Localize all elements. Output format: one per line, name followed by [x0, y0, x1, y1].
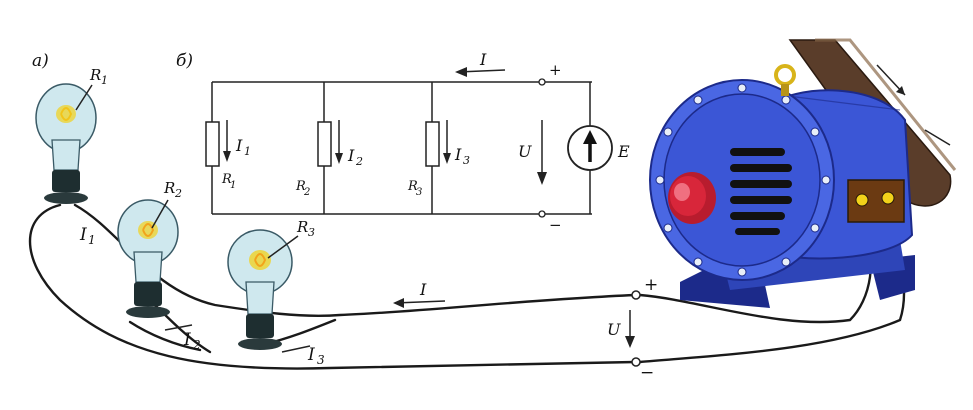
bulb-1	[35, 83, 97, 204]
bulb-3-socket	[246, 314, 274, 338]
svg-text:R: R	[163, 179, 175, 197]
bulb-3-current-label: I 3	[281, 345, 325, 367]
svg-text:2: 2	[174, 187, 182, 200]
svg-text:I: I	[419, 280, 427, 299]
panel-a-label: a)	[32, 51, 49, 71]
bulb-2	[117, 199, 179, 318]
bulb-2-resistor-label: R 2	[151, 179, 182, 229]
schematic-r2: R	[295, 179, 306, 194]
schematic-i2: I	[347, 146, 355, 165]
schematic-i3: I	[454, 145, 462, 164]
svg-text:3: 3	[416, 187, 422, 198]
generator	[649, 38, 957, 308]
bulb-1-current-label: I 1	[79, 225, 96, 247]
bulb-1-resistor-label: R 1	[75, 66, 108, 111]
bottom-wire	[28, 203, 637, 370]
line-current-arrow: I	[393, 280, 446, 308]
vent-slots	[730, 148, 792, 235]
svg-text:R: R	[296, 218, 308, 236]
svg-text:1: 1	[88, 233, 96, 247]
generator-plus-label: +	[644, 275, 658, 295]
panel-b-label: б)	[176, 51, 193, 71]
svg-text:3: 3	[463, 154, 470, 167]
resistor-r3	[425, 121, 440, 167]
svg-text:I: I	[183, 330, 191, 350]
svg-text:3: 3	[317, 353, 325, 367]
branch-wire-2b	[128, 320, 202, 352]
svg-text:1: 1	[101, 74, 108, 87]
resistor-r2	[317, 121, 332, 167]
schematic-r3: R	[407, 179, 418, 194]
schematic-i1: I	[235, 136, 243, 155]
schematic-voltage: U	[518, 142, 532, 161]
schematic-r1: R	[221, 172, 232, 187]
terminal-minus	[631, 357, 641, 367]
svg-text:I: I	[307, 345, 315, 365]
bulb-3	[227, 229, 293, 350]
schematic-total-current: I	[479, 50, 487, 69]
bulb-2-current-label: I 2	[164, 324, 201, 352]
svg-text:2: 2	[303, 187, 310, 198]
schematic-plus: +	[549, 61, 562, 79]
bulb-3-resistor-label: R 3	[267, 218, 315, 259]
svg-text:1: 1	[230, 180, 236, 191]
lifting-eye	[774, 64, 796, 86]
svg-text:U: U	[607, 320, 621, 339]
bulb-2-socket	[134, 282, 162, 306]
resistor-r1	[205, 121, 220, 167]
generator-voltage-arrow: U	[607, 310, 635, 348]
schematic-source: E	[617, 142, 630, 161]
bulb-1-socket	[52, 170, 80, 192]
svg-text:1: 1	[244, 145, 251, 158]
svg-text:3: 3	[308, 226, 315, 239]
svg-text:I: I	[79, 225, 87, 245]
schematic: I 1 R 1 I 2 R 2 I 3 R 3 I + − U E	[205, 50, 630, 234]
branch-current-arrows	[223, 120, 451, 164]
schematic-minus: −	[549, 216, 562, 234]
svg-text:2: 2	[192, 338, 201, 352]
svg-text:2: 2	[355, 155, 363, 168]
terminal-plus	[631, 290, 641, 300]
generator-minus-label: −	[640, 363, 654, 383]
svg-text:R: R	[89, 66, 101, 84]
